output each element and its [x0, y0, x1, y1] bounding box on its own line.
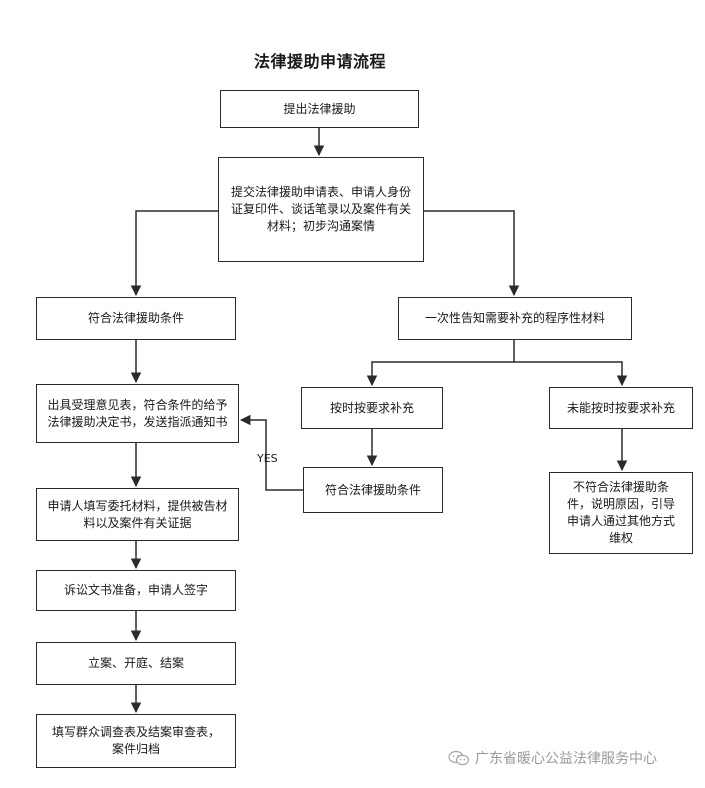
node-submit-application: 提出法律援助	[220, 90, 419, 128]
connector-yes-feedback	[239, 414, 303, 491]
yes-label: YES	[257, 452, 278, 465]
connector-notify-split	[366, 340, 515, 387]
connector-notify-late	[514, 361, 628, 387]
node-submit-materials: 提交法律援助申请表、申请人身份证复印件、谈话笔录以及案件有关材料；初步沟通案情	[218, 157, 424, 262]
node-eligible-after-supplement: 符合法律援助条件	[303, 467, 443, 513]
connector-materials-eligible	[130, 210, 218, 297]
connector-materials-notify	[424, 210, 520, 297]
watermark: 广东省暖心公益法律服务中心	[448, 748, 657, 768]
node-filing: 立案、开庭、结案	[36, 642, 236, 685]
watermark-text: 广东省暖心公益法律服务中心	[475, 751, 657, 767]
node-documents: 诉讼文书准备，申请人签字	[36, 570, 236, 611]
wechat-icon	[448, 750, 470, 766]
node-notify-supplement: 一次性告知需要补充的程序性材料	[398, 297, 632, 340]
node-eligible: 符合法律援助条件	[36, 297, 236, 340]
diagram-title: 法律援助申请流程	[253, 52, 386, 71]
node-supplement-on-time: 按时按要求补充	[301, 387, 443, 429]
node-acceptance: 出具受理意见表，符合条件的给予法律援助决定书，发送指派通知书	[36, 384, 239, 443]
node-authorization: 申请人填写委托材料，提供被告材料以及案件有关证据	[36, 488, 239, 541]
node-closing: 填写群众调查表及结案审查表，案件归档	[36, 714, 236, 768]
node-supplement-late: 未能按时按要求补充	[549, 387, 693, 429]
node-not-eligible: 不符合法律援助条件，说明原因，引导申请人通过其他方式维权	[549, 472, 693, 554]
